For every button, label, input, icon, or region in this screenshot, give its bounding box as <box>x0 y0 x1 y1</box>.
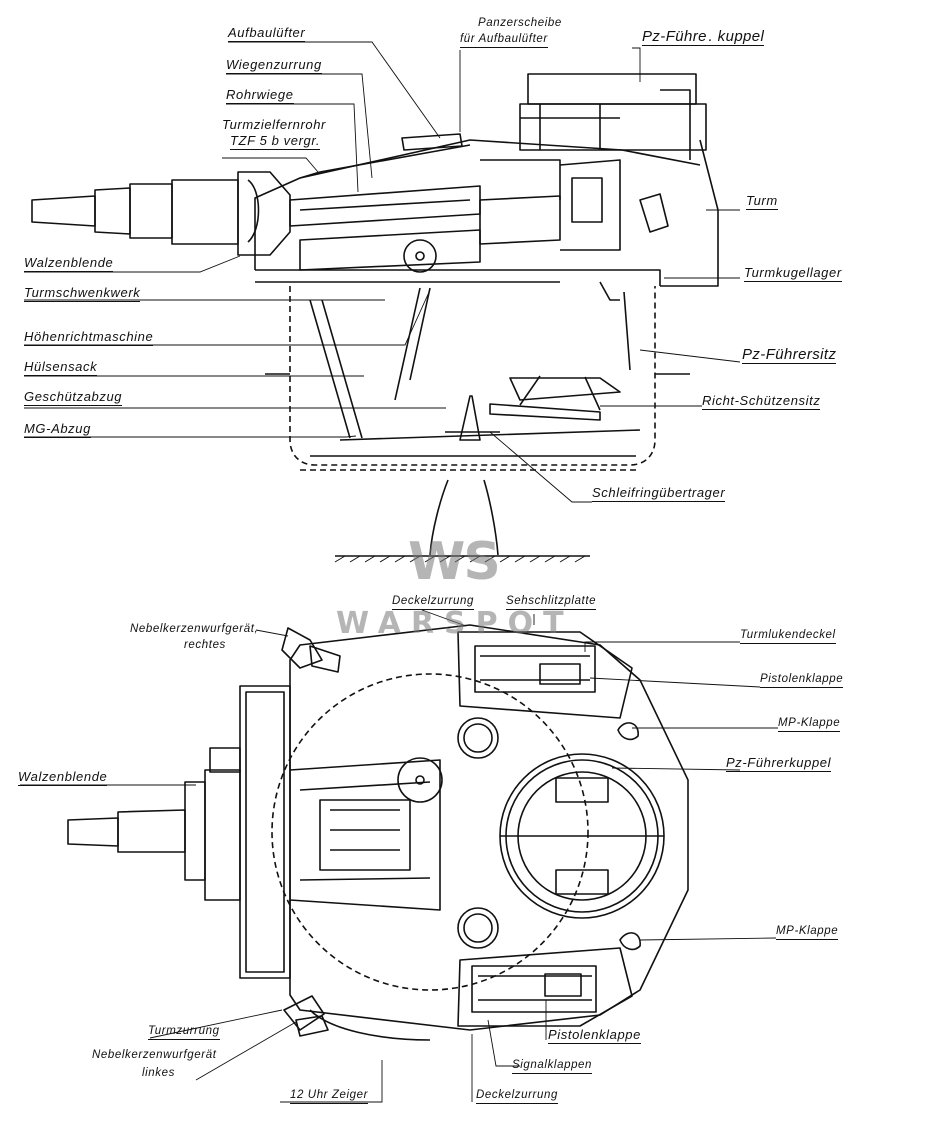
label-nebel-rechts-2: rechtes <box>184 639 226 651</box>
label-walzenblende-top: Walzenblende <box>18 769 108 786</box>
warspot-watermark: WARSPOT <box>336 606 574 641</box>
label-fur-aufbaulufter: für Aufbaulüfter <box>460 32 548 48</box>
label-aufbaulufter: Aufbaulüfter <box>228 25 306 42</box>
label-deckelzurrung-top: Deckelzurrung <box>392 594 474 610</box>
label-mp-klappe-bottom: MP-Klappe <box>776 924 839 940</box>
label-walzenblende-side: Walzenblende <box>24 255 114 272</box>
label-sehschlitzplatte: Sehschlitzplatte <box>506 594 597 610</box>
label-mg-abzug: MG-Abzug <box>24 421 91 438</box>
label-nebel-links: Nebelkerzenwurfgerät <box>92 1049 217 1061</box>
label-turmzurrung: Turmzurrung <box>148 1024 220 1040</box>
label-rohrwiege: Rohrwiege <box>226 87 294 104</box>
label-wiegenzurrung: Wiegenzurrung <box>226 57 322 74</box>
label-tzf5b: TZF 5 b vergr. <box>230 133 321 150</box>
label-richt-schutzensitz: Richt-Schützensitz <box>702 393 821 410</box>
label-geschutzabzug: Geschützabzug <box>24 389 123 406</box>
label-hulsensack: Hülsensack <box>24 359 98 376</box>
label-turmkugellager: Turmkugellager <box>744 265 842 282</box>
label-signalklappen: Signalklappen <box>512 1058 593 1074</box>
label-panzerscheibe: Panzerscheibe <box>478 17 562 29</box>
label-mp-klappe-top: MP-Klappe <box>778 716 841 732</box>
label-pistolenklappe-top: Pistolenklappe <box>760 672 844 688</box>
label-nebel-links-2: linkes <box>142 1067 176 1079</box>
top-view-drawing <box>67 624 689 1041</box>
label-deckelzurrung-bottom: Deckelzurrung <box>476 1088 558 1104</box>
label-turm: Turm <box>746 193 778 210</box>
label-hohenrichtmaschine: Höhenrichtmaschine <box>24 329 154 346</box>
label-turmlukendeckel: Turmlukendeckel <box>740 628 836 644</box>
label-pz-fuhrerkuppel: Pz-Führerkuppel <box>726 755 832 772</box>
label-pz-fuhrer-kuppel: Pz-Führe . kuppel <box>642 28 765 46</box>
side-view-drawing <box>31 73 719 563</box>
warspot-logo: WS <box>408 532 501 592</box>
label-turmschwenkwerk: Turmschwenkwerk <box>24 285 141 302</box>
label-pistolenklappe-bottom: Pistolenklappe <box>548 1027 641 1044</box>
label-turmzielfernrohr: Turmzielfernrohr <box>222 117 326 132</box>
label-schleifringubertrager: Schleifringübertrager <box>592 485 726 502</box>
label-pz-fuhrersitz: Pz-Führersitz <box>742 346 837 364</box>
label-nebel-rechts: Nebelkerzenwurfgerät, <box>130 623 259 635</box>
label-12-uhr-zeiger: 12 Uhr Zeiger <box>290 1088 369 1104</box>
leader-lines <box>20 41 778 1103</box>
